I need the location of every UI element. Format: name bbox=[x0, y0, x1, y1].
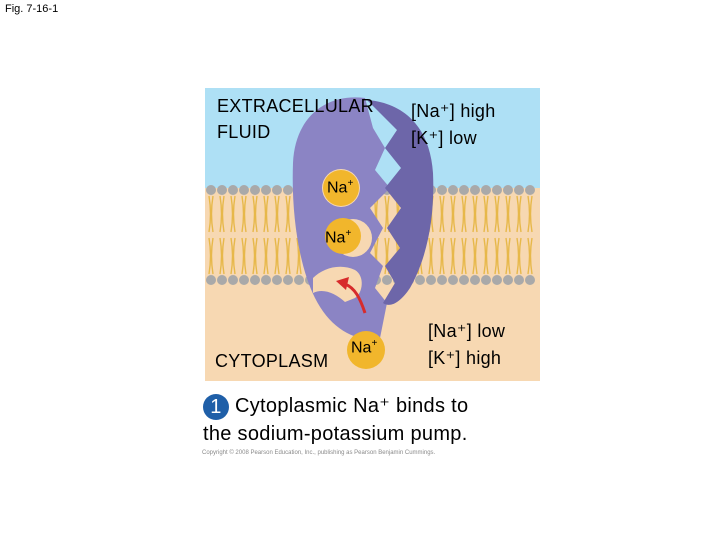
outside-k-concentration: [K⁺] low bbox=[411, 128, 477, 148]
pump-diagram: EXTRACELLULAR FLUID [Na⁺] high [K⁺] low … bbox=[205, 88, 540, 381]
copyright-notice: Copyright © 2008 Pearson Education, Inc.… bbox=[202, 450, 436, 456]
step-number-badge: 1 bbox=[203, 393, 229, 420]
cytoplasm-label: CYTOPLASM bbox=[215, 351, 329, 371]
inside-na-concentration: [Na⁺] low bbox=[428, 321, 506, 341]
caption-line-1: Cytoplasmic Na⁺ binds to bbox=[235, 395, 469, 417]
membrane-illustration bbox=[205, 88, 540, 381]
sodium-ion-1 bbox=[323, 170, 359, 206]
sodium-ion-3 bbox=[347, 331, 385, 369]
caption-line-2: the sodium-potassium pump. bbox=[203, 423, 468, 445]
sodium-label-2: Na+ bbox=[325, 228, 352, 247]
figure-caption: 1 Cytoplasmic Na⁺ binds to the sodium-pot… bbox=[203, 392, 468, 448]
inside-k-concentration: [K⁺] high bbox=[428, 348, 502, 368]
sodium-label-3: Na+ bbox=[351, 338, 378, 357]
outside-na-concentration: [Na⁺] high bbox=[411, 101, 496, 121]
extracellular-label-line2: FLUID bbox=[217, 122, 271, 142]
sodium-label-1: Na+ bbox=[327, 178, 354, 197]
figure-label: Fig. 7-16-1 bbox=[5, 3, 59, 15]
extracellular-label-line1: EXTRACELLULAR bbox=[217, 96, 374, 116]
sodium-ion-2 bbox=[325, 218, 361, 254]
curved-arrow-icon bbox=[336, 277, 367, 314]
